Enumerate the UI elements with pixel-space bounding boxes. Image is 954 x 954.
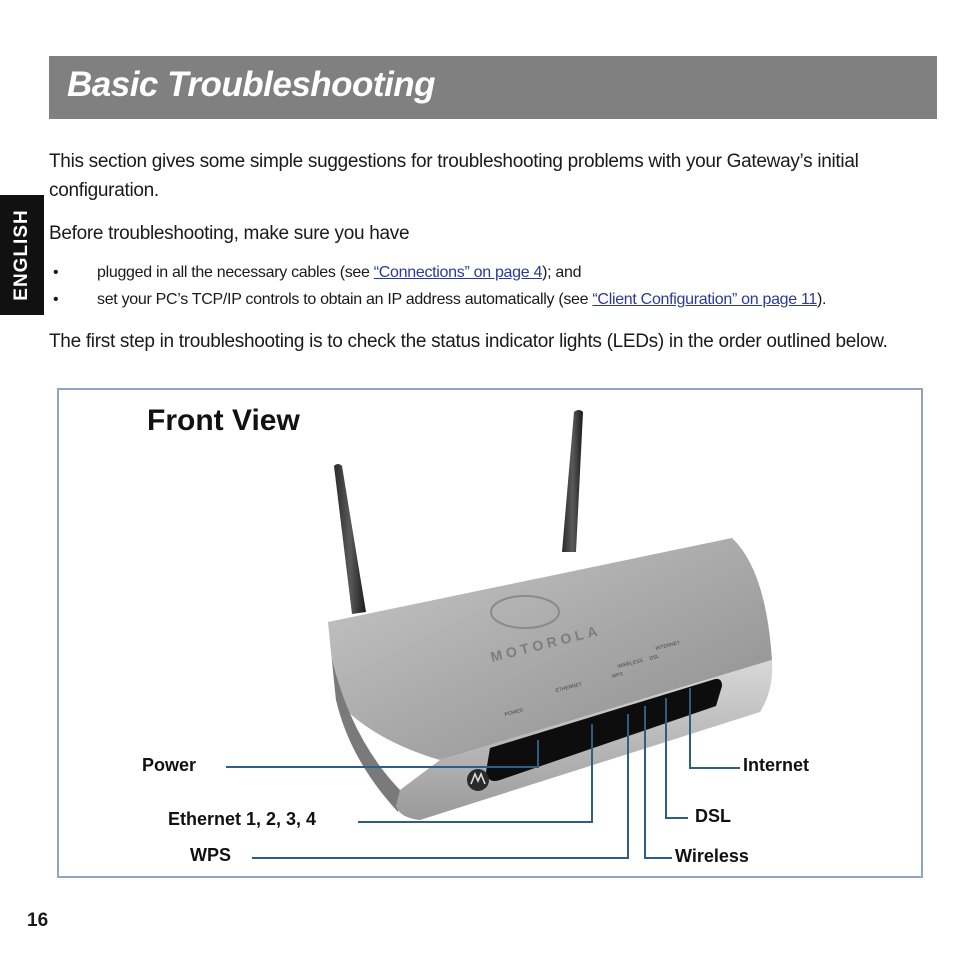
bullet-text-end: ).	[817, 291, 827, 308]
intro-paragraph: This section gives some simple suggestio…	[49, 151, 859, 201]
router-top	[328, 538, 772, 760]
callout-internet: Internet	[743, 755, 810, 775]
power-callout-line	[226, 740, 539, 768]
internet-callout-line	[689, 688, 740, 769]
motorola-logo-icon	[490, 595, 560, 629]
ethernet-callout-line	[358, 724, 593, 823]
client-configuration-link[interactable]: “Client Configuration” on page 11	[592, 291, 818, 308]
bullet-dot-icon: •	[53, 291, 59, 308]
page-title: Basic Troubleshooting	[67, 65, 436, 104]
wps-callout-line	[252, 714, 629, 859]
wireless-callout-line	[644, 706, 672, 859]
bullet-text: plugged in all the necessary cables (see	[97, 264, 374, 281]
left-antenna	[334, 464, 366, 614]
callout-wireless: Wireless	[675, 846, 749, 866]
callout-power: Power	[142, 755, 197, 775]
language-tab: ENGLISH	[0, 195, 44, 315]
dsl-callout-line	[665, 698, 688, 819]
bullet-dot-icon: •	[53, 264, 59, 281]
led-strip	[486, 678, 722, 781]
router-left-side	[328, 622, 400, 812]
panel-label-power: POWER	[504, 707, 524, 717]
callout-dsl: DSL	[695, 806, 731, 826]
callout-wps: WPS	[190, 845, 232, 865]
panel-label-wps: WPS	[611, 671, 624, 680]
bullet-text-end: ); and	[542, 264, 582, 281]
front-view-figure	[57, 388, 923, 878]
section-title-bar: Basic Troubleshooting	[49, 56, 937, 119]
panel-label-dsl: DSL	[649, 654, 660, 662]
bullet-text: set your PC’s TCP/IP controls to obtain …	[97, 291, 593, 308]
first-step-paragraph: The first step in troubleshooting is to …	[49, 331, 888, 352]
page-number: 16	[27, 910, 49, 931]
figure-title: Front View	[147, 404, 300, 437]
panel-label-internet: INTERNET	[655, 640, 681, 652]
callout-lines	[226, 688, 740, 859]
before-troubleshooting-text: Before troubleshooting, make sure you ha…	[49, 223, 410, 244]
callout-ethernet: Ethernet 1, 2, 3, 4	[168, 809, 317, 829]
connections-link[interactable]: “Connections” on page 4	[373, 264, 543, 281]
right-antenna	[562, 410, 583, 552]
